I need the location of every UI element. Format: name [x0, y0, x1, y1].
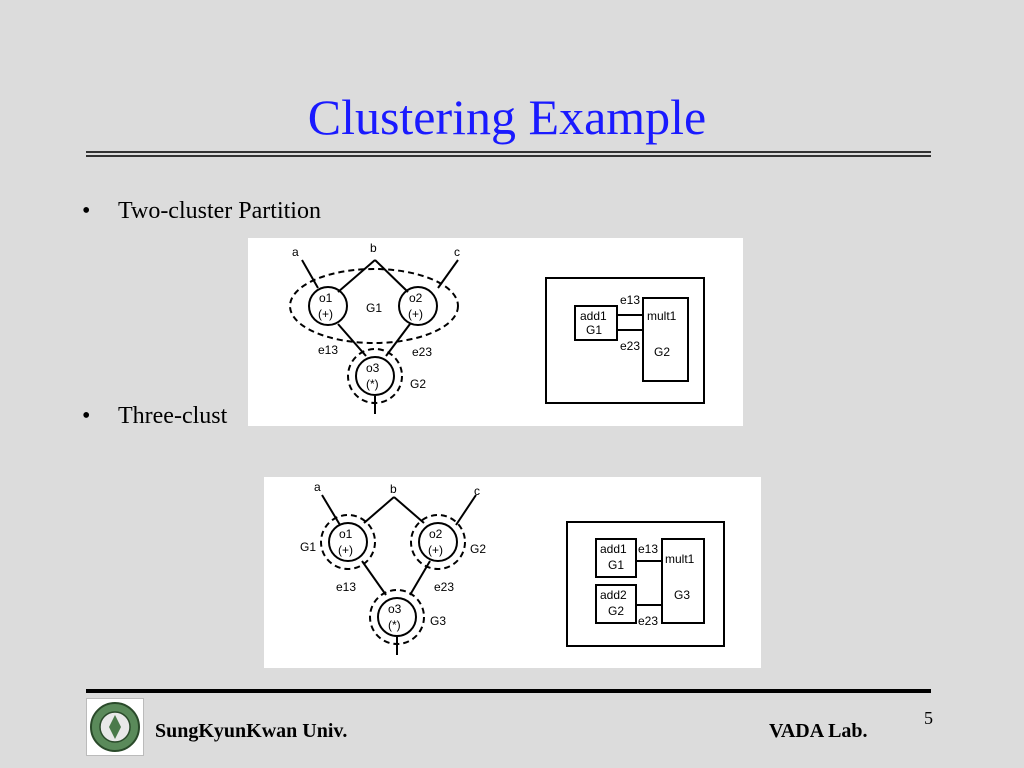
three-cluster-diagram: a b c o1 (+) o2 (+) o3 (*) G1 G2 G3 e13 … — [300, 480, 725, 655]
bullet-item-1: • Two-cluster Partition — [82, 198, 321, 225]
three-cluster-figure: a b c o1 (+) o2 (+) o3 (*) G1 G2 G3 e13 … — [264, 477, 761, 668]
input-label-a: a — [314, 480, 321, 494]
block-label-add2: add2 — [600, 588, 627, 602]
edge-label-e13: e13 — [336, 580, 356, 594]
node-label-o3: o3 — [366, 361, 380, 375]
node-label-o3: o3 — [388, 602, 402, 616]
edge-label-e13: e13 — [318, 343, 338, 357]
cluster-label-g1: G1 — [300, 540, 316, 554]
block-group-g2: G2 — [654, 345, 670, 359]
block-edge-e23: e23 — [638, 614, 658, 628]
bullet-text: Three-clust — [118, 403, 228, 429]
two-cluster-diagram: a b c o1 (+) o2 (+) o3 (*) G1 G2 e13 e23… — [289, 241, 705, 414]
node-op-o1: (+) — [338, 543, 353, 557]
node-label-o1: o1 — [339, 527, 353, 541]
block-group-g1: G1 — [586, 323, 602, 337]
footer-lab: VADA Lab. — [769, 720, 868, 742]
node-op-o3: (*) — [366, 377, 379, 391]
page-number: 5 — [924, 708, 933, 728]
footer-rule — [86, 689, 931, 693]
block-label-add1: add1 — [600, 542, 627, 556]
node-op-o1: (+) — [318, 307, 333, 321]
input-label-b: b — [370, 241, 377, 255]
slide-title: Clustering Example — [307, 89, 707, 145]
node-op-o3: (*) — [388, 618, 401, 632]
bullet-item-2: • Three-clust — [82, 403, 227, 430]
block-label-add1: add1 — [580, 309, 607, 323]
block-group-g1: G1 — [608, 558, 624, 572]
two-cluster-figure: a b c o1 (+) o2 (+) o3 (*) G1 G2 e13 e23… — [248, 238, 743, 426]
input-label-c: c — [474, 484, 480, 498]
block-group-g2: G2 — [608, 604, 624, 618]
edge-label-e23: e23 — [434, 580, 454, 594]
university-logo-icon — [86, 698, 144, 756]
block-label-mult1: mult1 — [647, 309, 677, 323]
node-op-o2: (+) — [408, 307, 423, 321]
edge-label-e23: e23 — [412, 345, 432, 359]
cluster-label-g3: G3 — [430, 614, 446, 628]
block-edge-e13: e13 — [638, 542, 658, 556]
block-group-g3: G3 — [674, 588, 690, 602]
input-label-c: c — [454, 245, 460, 259]
input-label-a: a — [292, 245, 299, 259]
node-label-o2: o2 — [429, 527, 443, 541]
cluster-label-g1: G1 — [366, 301, 382, 315]
title-rule-upper — [86, 151, 931, 153]
node-label-o1: o1 — [319, 291, 333, 305]
block-edge-e13: e13 — [620, 293, 640, 307]
bullet-text: Two-cluster Partition — [118, 198, 321, 224]
block-label-mult1: mult1 — [665, 552, 695, 566]
node-op-o2: (+) — [428, 543, 443, 557]
input-label-b: b — [390, 482, 397, 496]
bullet-marker: • — [82, 198, 91, 224]
node-label-o2: o2 — [409, 291, 423, 305]
cluster-label-g2: G2 — [470, 542, 486, 556]
title-rule-lower — [86, 155, 931, 157]
cluster-label-g2: G2 — [410, 377, 426, 391]
block-edge-e23: e23 — [620, 339, 640, 353]
footer-university: SungKyunKwan Univ. — [155, 720, 348, 742]
bullet-marker: • — [82, 403, 91, 429]
